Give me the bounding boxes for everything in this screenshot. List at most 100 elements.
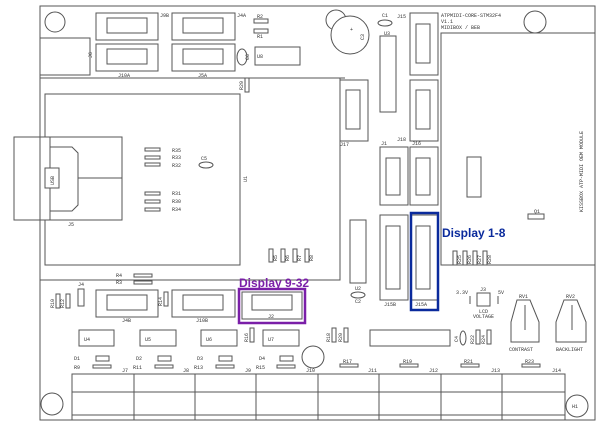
mounting-hole — [301, 345, 325, 369]
r13-label: R13 — [194, 365, 203, 371]
r15-label: R15 — [256, 365, 265, 371]
j5a-label: J5A — [198, 73, 207, 79]
outline-shape — [95, 355, 110, 362]
outline-shape — [251, 294, 293, 311]
1-label: V1.1 — [441, 19, 453, 25]
r20-label: R20 — [338, 333, 344, 342]
r9-label: R9 — [74, 365, 80, 371]
backlight-label: BACKLIGHT — [556, 347, 583, 353]
j15b-label: J15B — [384, 302, 396, 308]
r30-label: R30 — [172, 199, 181, 205]
outline-shape — [182, 17, 224, 34]
r6-label: R6 — [285, 255, 291, 261]
r33-label: R33 — [172, 155, 181, 161]
mounting-hole-h1 — [565, 394, 589, 418]
chip-u8: U8 — [254, 46, 301, 66]
outline-shape — [244, 77, 250, 93]
outline-shape — [200, 329, 238, 347]
u2-label: U2 — [355, 286, 361, 292]
outline-shape — [377, 19, 393, 27]
u3-label: U3 — [384, 31, 390, 37]
c2-label: C2 — [355, 299, 361, 305]
outline-shape — [339, 363, 359, 368]
j10-label: J10 — [306, 368, 315, 374]
outline-shape — [304, 248, 310, 263]
r3-label: R3 — [116, 280, 122, 286]
outline-shape — [133, 273, 153, 278]
display-1-8-highlight — [409, 211, 440, 312]
outline-shape — [343, 327, 349, 343]
chip-u2: U2 — [349, 219, 367, 292]
outline-shape — [385, 157, 401, 196]
j4a-label: J4A — [237, 13, 246, 19]
outline-shape — [330, 15, 370, 55]
resistors-r18-r20: R18 R20 — [326, 327, 349, 343]
board-title: ATPMIDI-CORE-STM32F4 V1.1 MIDIBOX / BEB — [441, 13, 501, 31]
usb-label: USB — [50, 176, 56, 185]
connector-j18: J18 — [397, 79, 439, 143]
j13-label: J13 — [491, 368, 500, 374]
outline-shape — [521, 363, 541, 368]
outline-shape — [139, 329, 177, 347]
connector-j15b: J15B — [379, 214, 409, 308]
capacitor-c1: C1 — [377, 13, 393, 27]
display-9-32-highlight — [237, 287, 307, 325]
u8-label: U8 — [257, 54, 263, 60]
outline-shape — [415, 89, 431, 130]
mounting-hole — [523, 10, 547, 34]
outline-shape — [65, 293, 71, 309]
r24-label: R24 — [481, 335, 487, 344]
0-label: ATPMIDI-CORE-STM32F4 — [441, 13, 501, 19]
usb-connector-j5: USB J5 — [13, 136, 123, 228]
j15-label: J15 — [397, 14, 406, 20]
outline-shape — [218, 355, 233, 362]
r25-label: R25 — [457, 255, 463, 264]
jumper-j3-lcd-voltage[interactable]: 3.3V J3 5V LCD VOLTAGE — [456, 287, 504, 320]
header — [466, 156, 482, 198]
outline-shape — [527, 213, 545, 220]
j4-label: J4 — [78, 282, 84, 288]
j16-label: J16 — [412, 141, 421, 147]
connector-j2: J2 — [241, 291, 303, 320]
j8-label: J8 — [183, 368, 189, 374]
outline-shape — [415, 23, 431, 64]
outline-shape — [163, 291, 169, 307]
outline-shape — [292, 248, 298, 263]
j2-label: J2 — [268, 314, 274, 320]
trimmer-rv2-backlight[interactable]: RV2 BACKLIGHT — [555, 294, 587, 353]
lcd-voltage-2-label: VOLTAGE — [473, 314, 494, 320]
contrast-label: CONTRAST — [509, 347, 533, 353]
mounting-hole — [40, 392, 64, 416]
chip-u-long — [369, 329, 451, 347]
c1-label: C1 — [382, 13, 388, 19]
d1-label: D1 — [74, 356, 80, 362]
j14-label: J14 — [552, 368, 561, 374]
outline-shape — [555, 299, 587, 343]
outline-shape — [459, 330, 467, 346]
outline-shape — [144, 147, 161, 152]
outline-shape — [55, 293, 61, 309]
r4-label: R4 — [116, 273, 122, 279]
resistor-r3: R3 — [116, 280, 153, 286]
outline-shape — [331, 327, 337, 343]
resistors-r22-r24: R22 R24 — [470, 329, 492, 345]
outline-shape — [345, 89, 361, 130]
outline-shape — [268, 248, 274, 263]
outline-shape — [77, 288, 85, 307]
r14-label: R14 — [158, 297, 164, 306]
outline-shape — [379, 35, 397, 113]
outline-shape — [475, 329, 481, 345]
outline-shape — [154, 364, 174, 369]
r1-label: R1 — [257, 34, 263, 40]
trimmer-rv1-contrast[interactable]: RV1 CONTRAST — [509, 294, 540, 353]
outline-shape — [253, 18, 269, 24]
r22-label: R22 — [470, 335, 476, 344]
transistor-q1: Q1 — [527, 209, 545, 220]
outline-shape — [106, 48, 148, 65]
outline-shape — [415, 225, 431, 290]
connector-j9b: J9B — [95, 12, 169, 41]
outline-shape — [369, 329, 451, 347]
v5-label: 5V — [498, 290, 504, 296]
r32-label: R32 — [172, 163, 181, 169]
